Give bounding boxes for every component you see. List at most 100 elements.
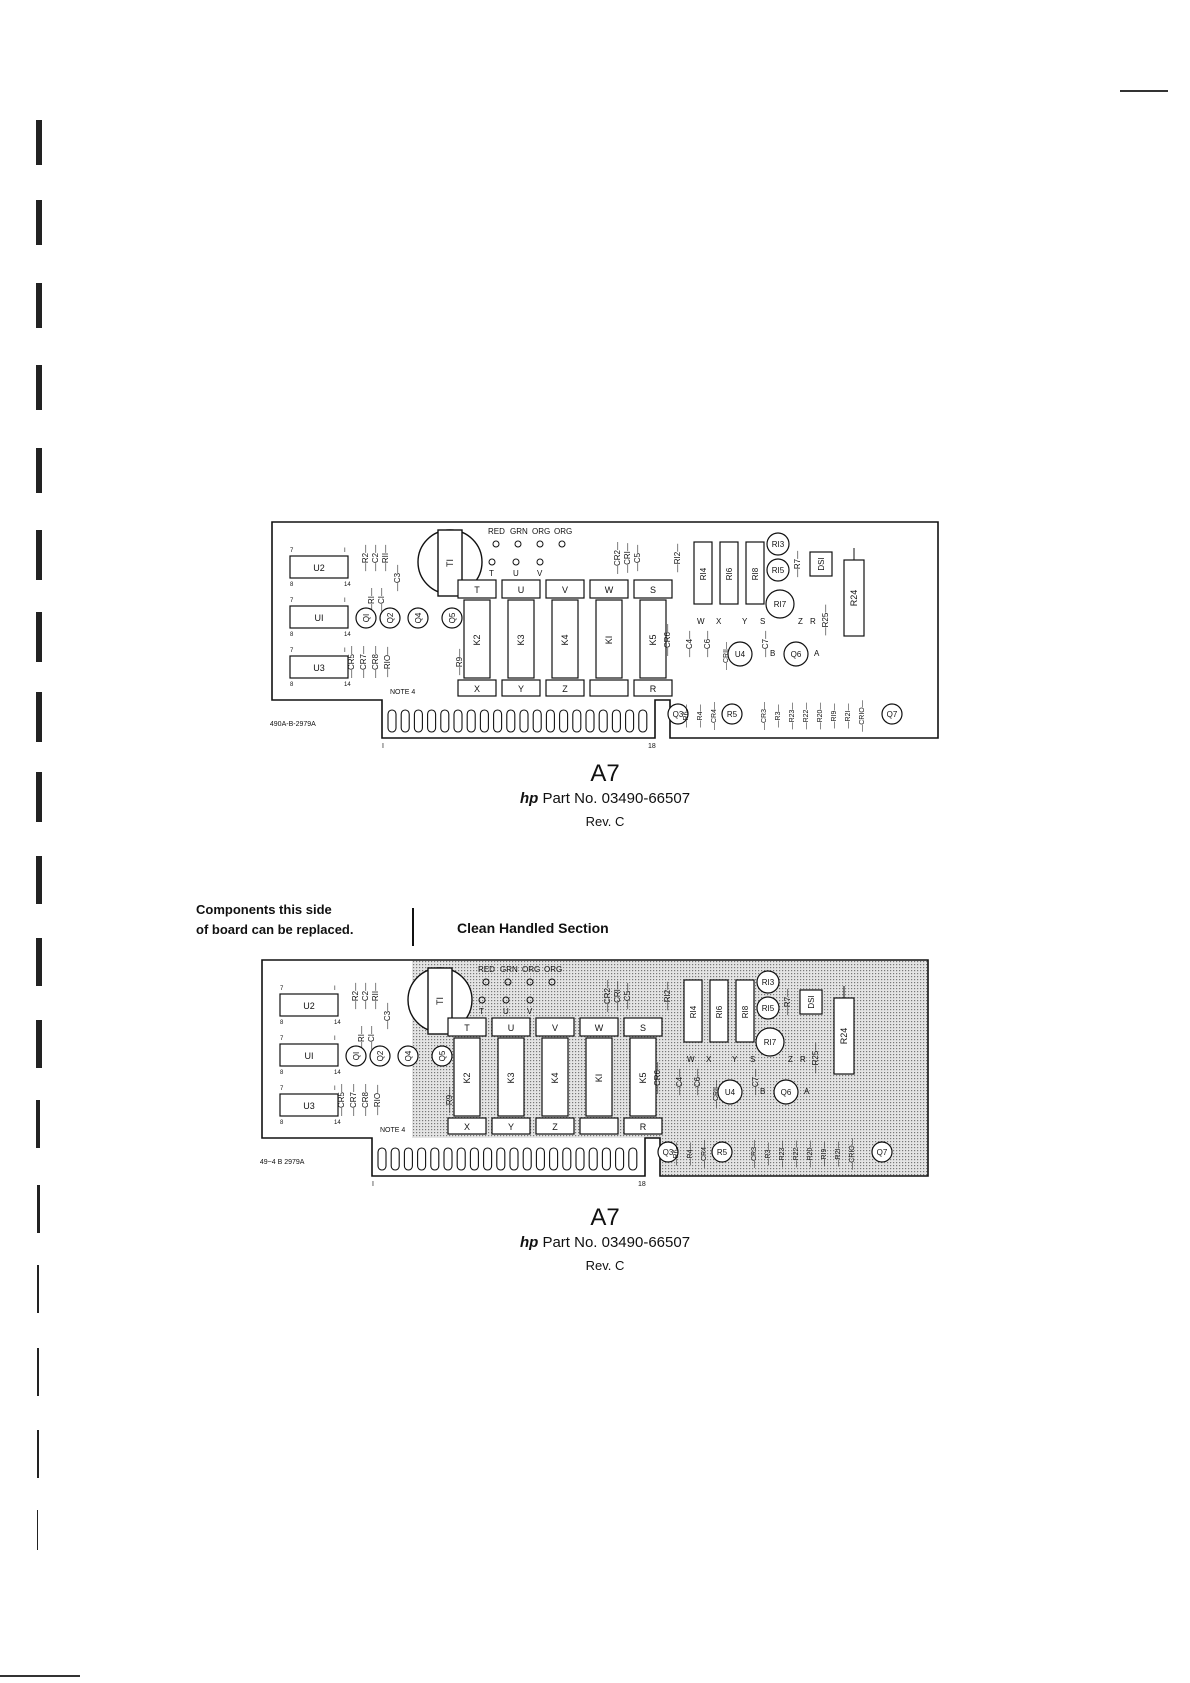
round-component xyxy=(727,641,753,667)
transistor xyxy=(345,1045,367,1067)
round-component-label: Q3 xyxy=(673,710,684,719)
component-label: —CRI— xyxy=(623,543,632,573)
resistor-label: RI4 xyxy=(699,567,708,580)
terminal-label: X xyxy=(464,1122,470,1132)
ic-package xyxy=(289,655,349,679)
pin-label: I xyxy=(334,986,336,992)
binder-mark xyxy=(36,1020,42,1068)
component-label: —C4— xyxy=(675,1069,684,1095)
round-component-label: Q7 xyxy=(877,1148,888,1157)
edge-finger xyxy=(559,709,569,733)
edge-finger xyxy=(535,1147,545,1171)
relay-top-terminal xyxy=(447,1017,487,1037)
ic-label: U3 xyxy=(303,1101,315,1111)
component-label: —CRIO— xyxy=(849,1138,856,1170)
led xyxy=(482,978,490,986)
relay-label: K3 xyxy=(516,634,526,645)
binder-mark xyxy=(36,772,42,822)
component-label: —CR5— xyxy=(347,646,356,678)
terminal-label: S xyxy=(650,585,656,595)
binder-mark xyxy=(36,692,42,742)
component-label: —CRI— xyxy=(613,981,622,1011)
edge-finger xyxy=(456,1147,466,1171)
round-component-label: RI3 xyxy=(762,978,775,987)
relay-body xyxy=(541,1037,569,1117)
part-number-bottom: hp Part No. 03490-66507 xyxy=(470,1234,740,1251)
component-label: —R2— xyxy=(351,983,360,1009)
relay-top-terminal xyxy=(633,579,673,599)
edge-pin-label: 18 xyxy=(638,1181,646,1188)
component-label: —R25— xyxy=(811,1043,820,1074)
component-label: —C6— xyxy=(693,1069,702,1095)
component-label: —RII— xyxy=(381,545,390,571)
ic-package xyxy=(279,1043,339,1067)
edge-finger xyxy=(625,709,635,733)
component-label: —CR2— xyxy=(603,980,612,1012)
edge-finger xyxy=(400,709,410,733)
terminal-label: T xyxy=(464,1023,470,1033)
transistor-label: Q4 xyxy=(414,612,423,623)
edge-finger xyxy=(519,709,529,733)
binder-mark xyxy=(37,1185,40,1233)
revision-top: Rev. C xyxy=(585,814,625,829)
transistor xyxy=(379,607,401,629)
edge-finger xyxy=(403,1147,413,1171)
board-outline xyxy=(261,959,929,1177)
part-number-text: Part No. 03490-66507 xyxy=(542,790,691,807)
round-component xyxy=(773,1079,799,1105)
led xyxy=(536,540,544,548)
ic-package xyxy=(289,605,349,629)
transistor-label: QI xyxy=(362,614,371,622)
pin-label: 7 xyxy=(280,1086,284,1092)
edge-finger xyxy=(585,709,595,733)
binder-mark xyxy=(37,1265,39,1313)
binder-mark xyxy=(36,1100,40,1148)
component-label: —R20— xyxy=(807,1141,814,1168)
corner-rule xyxy=(0,1675,80,1677)
component-label: —CR8— xyxy=(361,1084,370,1116)
relay-top-terminal xyxy=(589,579,629,599)
relay-label: K5 xyxy=(648,634,658,645)
ic-label: UI xyxy=(305,1051,314,1061)
terminal-label: W xyxy=(595,1023,604,1033)
component-label: —RI9— xyxy=(821,1142,828,1167)
edge-finger xyxy=(466,709,476,733)
binder-mark xyxy=(36,120,42,165)
round-component-label: Q6 xyxy=(791,650,802,659)
relay-label: KI xyxy=(604,636,614,645)
edge-finger xyxy=(469,1147,479,1171)
pin-label: I xyxy=(344,548,346,554)
component-label: —RI— xyxy=(367,588,376,612)
ic-package xyxy=(279,1093,339,1117)
component-label: —C5— xyxy=(623,983,632,1009)
relay-body xyxy=(507,599,535,679)
relay-bottom-terminal xyxy=(545,679,585,697)
relay-body xyxy=(595,599,623,679)
component-label: —R23— xyxy=(779,1141,786,1168)
relay-bottom-terminal xyxy=(447,1117,487,1135)
component-label: —CR6— xyxy=(663,624,672,656)
relay-body xyxy=(463,599,491,679)
component-label: —R9— xyxy=(455,649,464,675)
component-label: —CRIO— xyxy=(859,700,866,732)
resistor-label: RI8 xyxy=(751,567,760,580)
round-component-label: RI5 xyxy=(772,566,785,575)
led-color-label: ORG xyxy=(554,527,572,536)
led-letter: U xyxy=(503,1007,509,1016)
relay-bottom-terminal xyxy=(633,679,673,697)
pad-letter: X xyxy=(706,1055,712,1064)
pad-letter: X xyxy=(716,617,722,626)
relay-body xyxy=(585,1037,613,1117)
edge-finger xyxy=(430,1147,440,1171)
component-label: —R6— xyxy=(673,1143,680,1166)
edge-finger xyxy=(440,709,450,733)
relay-body xyxy=(551,599,579,679)
led xyxy=(526,978,534,986)
round-component-label: R5 xyxy=(717,1148,728,1157)
edge-finger xyxy=(615,1147,625,1171)
led-color-label: RED xyxy=(478,965,495,974)
led xyxy=(502,996,510,1004)
component-label: —CR7— xyxy=(349,1084,358,1116)
transistor xyxy=(407,607,429,629)
component-label: —C7— xyxy=(761,631,770,657)
